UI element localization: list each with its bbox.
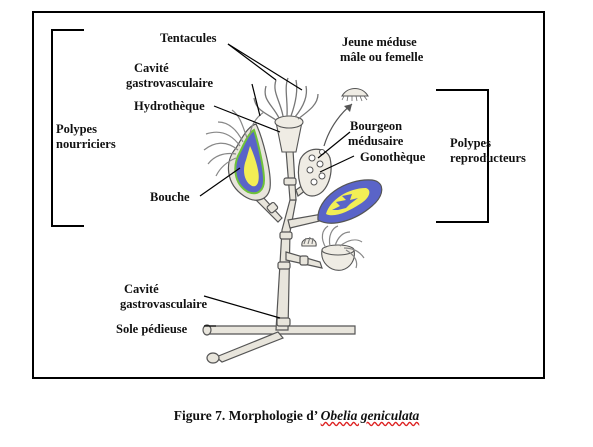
top-polyp xyxy=(253,77,319,153)
labels: Tentacules Jeune méduse mâle ou femelle … xyxy=(56,31,526,336)
label-bourgeon-2: médusaire xyxy=(348,134,404,148)
label-cavite-bottom-1: Cavité xyxy=(124,282,159,296)
right-polyp xyxy=(321,225,365,271)
caption-species: Obelia geniculata xyxy=(320,408,420,423)
label-polypes-repro-1: Polypes xyxy=(450,136,491,150)
left-polyp xyxy=(203,109,271,201)
bracket-right xyxy=(436,89,489,223)
jeune-meduse xyxy=(341,87,369,102)
label-jeune-meduse-2: mâle ou femelle xyxy=(340,50,424,64)
label-bourgeon-1: Bourgeon xyxy=(350,119,402,133)
label-jeune-meduse-1: Jeune méduse xyxy=(342,35,417,49)
leader-lines xyxy=(199,43,355,327)
caption-prefix: Figure 7. Morphologie d’ xyxy=(173,408,321,423)
gonotheque xyxy=(297,148,332,197)
label-polypes-nourriciers-2: nourriciers xyxy=(56,137,116,151)
label-cavite-top-1: Cavité xyxy=(134,61,169,75)
label-tentacules: Tentacules xyxy=(160,31,217,45)
bourgeon-medusaire xyxy=(317,179,383,224)
label-hydrotheque: Hydrothèque xyxy=(134,99,205,113)
label-sole: Sole pédieuse xyxy=(116,322,188,336)
small-bud xyxy=(301,236,317,247)
label-bouche: Bouche xyxy=(150,190,190,204)
bracket-left xyxy=(51,29,84,227)
figure-caption: Figure 7. Morphologie d’ Obelia genicula… xyxy=(0,408,593,424)
organism-illustration xyxy=(202,149,356,364)
label-cavite-top-2: gastrovasculaire xyxy=(126,76,213,90)
label-gonotheque: Gonothèque xyxy=(360,150,426,164)
label-polypes-repro-2: reproducteurs xyxy=(450,151,526,165)
label-polypes-nourriciers-1: Polypes xyxy=(56,122,97,136)
label-cavite-bottom-2: gastrovasculaire xyxy=(120,297,207,311)
